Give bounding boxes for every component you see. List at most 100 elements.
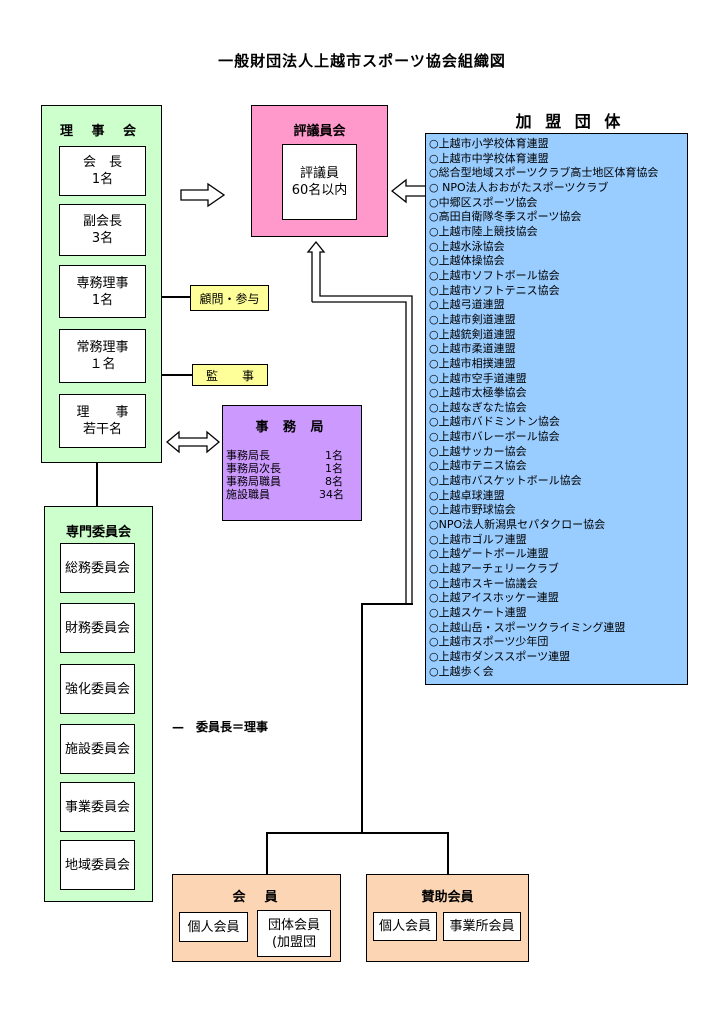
connector-senmon-h bbox=[266, 832, 448, 834]
arrow-kamei-to-hyogiin-icon bbox=[391, 178, 427, 204]
kamei-list-item: ○上越市ダンススポーツ連盟 bbox=[429, 649, 571, 663]
kamei-list-item: ○上越市スキー協議会 bbox=[429, 576, 538, 590]
board-box-jomu: 常務理事 １名 bbox=[59, 329, 146, 383]
kamei-list-item: ○上越山岳・スポーツクライミング連盟 bbox=[429, 620, 626, 634]
kamei-list-item: ○上越市空手道連盟 bbox=[429, 371, 527, 385]
jimu-row-label: 事務局職員 bbox=[226, 475, 281, 488]
senmon-heading: 専門委員会 bbox=[65, 525, 131, 540]
board-box-riji: 理 事 若干名 bbox=[59, 394, 146, 448]
kamei-list-item: ○上越市柔道連盟 bbox=[429, 342, 516, 356]
jimu-row: 事務局職員 8名 bbox=[226, 475, 358, 488]
jimu-row-value: 8名 bbox=[325, 475, 343, 488]
board-box-title: 専務理事 bbox=[76, 275, 129, 291]
kamei-list-item: ○上越市バレーボール協会 bbox=[429, 430, 560, 444]
kamei-list-item: ○上越体操協会 bbox=[429, 254, 505, 268]
jimu-row-value: 1名 bbox=[325, 462, 343, 475]
committee-box: 施設委員会 bbox=[60, 724, 135, 774]
connector-board-to-senmon bbox=[96, 463, 98, 506]
kaiin-individual-box: 個人会員 bbox=[179, 912, 248, 942]
board-box-title: 会 長 bbox=[82, 155, 122, 170]
kamei-list-item: ○上越市野球協会 bbox=[429, 503, 516, 517]
board-box-chairman: 会 長 1名 bbox=[59, 146, 146, 196]
kamei-list-item: ○上越市陸上競技協会 bbox=[429, 224, 538, 238]
sanjo-heading: 賛助会員 bbox=[421, 890, 474, 905]
arrow-double-board-jimu-icon bbox=[166, 430, 220, 454]
jimu-row: 施設職員 34名 bbox=[226, 488, 358, 501]
auditor-box: 監 事 bbox=[192, 364, 268, 386]
connector-members-step bbox=[361, 603, 413, 605]
jimu-row-label: 事務局次長 bbox=[226, 462, 281, 475]
connector-sanjo-v bbox=[447, 832, 449, 874]
kamei-list-item: ○上越弓道連盟 bbox=[429, 298, 505, 312]
kamei-list-item: ○上越アイスホッケー連盟 bbox=[429, 591, 559, 605]
legend-note: — 委員長＝理事 bbox=[172, 720, 269, 734]
board-box-count: 3名 bbox=[91, 231, 114, 246]
board-box-count: 若干名 bbox=[82, 422, 122, 437]
jimukyoku-box bbox=[222, 405, 362, 521]
advisors-box: 顧問・参与 bbox=[190, 285, 269, 311]
hyogiin-count: 60名以内 bbox=[291, 183, 348, 198]
committee-box: 強化委員会 bbox=[60, 664, 135, 714]
kamei-list-item: ○上越市剣道連盟 bbox=[429, 312, 516, 326]
arrow-members-to-hyogiin-icon bbox=[306, 240, 413, 603]
kaiin-group-line2: (加盟団 bbox=[271, 934, 317, 950]
kaiin-heading: 会 員 bbox=[232, 890, 281, 905]
committee-box: 総務委員会 bbox=[60, 543, 135, 593]
kamei-list-item: ○中郷区スポーツ協会 bbox=[429, 195, 538, 209]
board-heading: 理 事 会 bbox=[59, 124, 144, 139]
board-box-title: 理 事 bbox=[76, 405, 129, 420]
kamei-list-item: ○上越市ソフトボール協会 bbox=[429, 268, 560, 282]
kamei-list-item: ○NPO法人新潟県セパタクロー協会 bbox=[429, 518, 606, 532]
hyogiin-title: 評議員 bbox=[299, 166, 339, 181]
kamei-list-item: ○上越市ゴルフ連盟 bbox=[429, 532, 527, 546]
kamei-list-item: ○上越市バドミントン協会 bbox=[429, 415, 560, 429]
sanjo-business-box: 事業所会員 bbox=[443, 912, 521, 941]
board-box-senmu: 専務理事 1名 bbox=[59, 265, 146, 318]
kamei-list-item: ○上越市小学校体育連盟 bbox=[429, 137, 549, 150]
board-box-count: １名 bbox=[89, 357, 116, 372]
kamei-heading: 加 盟 団 体 bbox=[515, 112, 625, 131]
hyogiinkai-heading: 評議員会 bbox=[293, 124, 346, 139]
kamei-list-item: ○上越卓球連盟 bbox=[429, 488, 505, 502]
arrow-board-to-hyogiin-icon bbox=[180, 182, 226, 208]
committee-box: 地域委員会 bbox=[60, 840, 135, 890]
jimu-row: 事務局長 1名 bbox=[226, 449, 358, 462]
kamei-list-item: ○総合型地域スポーツクラブ高士地区体育協会 bbox=[429, 166, 659, 180]
kamei-list-item: ○上越市太極拳協会 bbox=[429, 386, 527, 400]
connector-kaiin-v bbox=[266, 832, 268, 874]
board-box-count: 1名 bbox=[91, 172, 114, 187]
committee-box: 財務委員会 bbox=[60, 603, 135, 653]
kamei-list-item: ○上越市バスケットボール協会 bbox=[429, 474, 582, 488]
kamei-list: ○上越市小学校体育連盟○上越市中学校体育連盟○総合型地域スポーツクラブ高士地区体… bbox=[429, 137, 687, 679]
jimu-row: 事務局次長 1名 bbox=[226, 462, 358, 475]
kamei-list-item: ○上越サッカー協会 bbox=[429, 444, 527, 458]
kamei-list-item: ○上越ゲートボール連盟 bbox=[429, 547, 549, 561]
connector-board-to-advisors bbox=[162, 296, 192, 298]
connector-members-trunk bbox=[361, 603, 363, 833]
board-box-title: 副会長 bbox=[82, 214, 122, 229]
kamei-list-item: ○上越水泳協会 bbox=[429, 239, 505, 253]
board-box-vice-chairman: 副会長 3名 bbox=[59, 204, 146, 256]
kamei-list-item: ○上越銃剣道連盟 bbox=[429, 327, 516, 341]
committee-box: 事業委員会 bbox=[60, 782, 135, 832]
kamei-list-item: ○上越市相撲連盟 bbox=[429, 356, 516, 370]
jimu-row-value: 34名 bbox=[319, 488, 344, 501]
jimu-row-label: 施設職員 bbox=[226, 488, 270, 501]
kamei-list-item: ○上越歩く会 bbox=[429, 664, 494, 678]
kaiin-group-box: 団体会員 (加盟団 bbox=[257, 910, 331, 957]
kamei-list-item: ○上越市ソフトテニス協会 bbox=[429, 283, 560, 297]
board-box-count: 1名 bbox=[91, 292, 114, 308]
kamei-list-item: ○上越市スポーツ少年団 bbox=[429, 635, 549, 649]
chart-title: 一般財団法人上越市スポーツ協会組織図 bbox=[218, 52, 506, 70]
kamei-list-item: ○上越なぎなた協会 bbox=[429, 400, 527, 414]
kamei-list-item: ○ NPO法人おおがたスポーツクラブ bbox=[429, 180, 609, 194]
kamei-list-item: ○上越アーチェリークラブ bbox=[429, 562, 559, 576]
sanjo-individual-box: 個人会員 bbox=[373, 912, 437, 941]
board-box-title: 常務理事 bbox=[76, 340, 129, 355]
kamei-list-item: ○上越市中学校体育連盟 bbox=[429, 151, 549, 165]
jimu-row-value: 1名 bbox=[325, 449, 343, 462]
jimukyoku-heading: 事 務 局 bbox=[255, 420, 329, 435]
jimu-row-label: 事務局長 bbox=[226, 449, 270, 462]
kamei-list-item: ○上越市テニス協会 bbox=[429, 459, 527, 473]
kaiin-group-line1: 団体会員 bbox=[267, 917, 320, 933]
